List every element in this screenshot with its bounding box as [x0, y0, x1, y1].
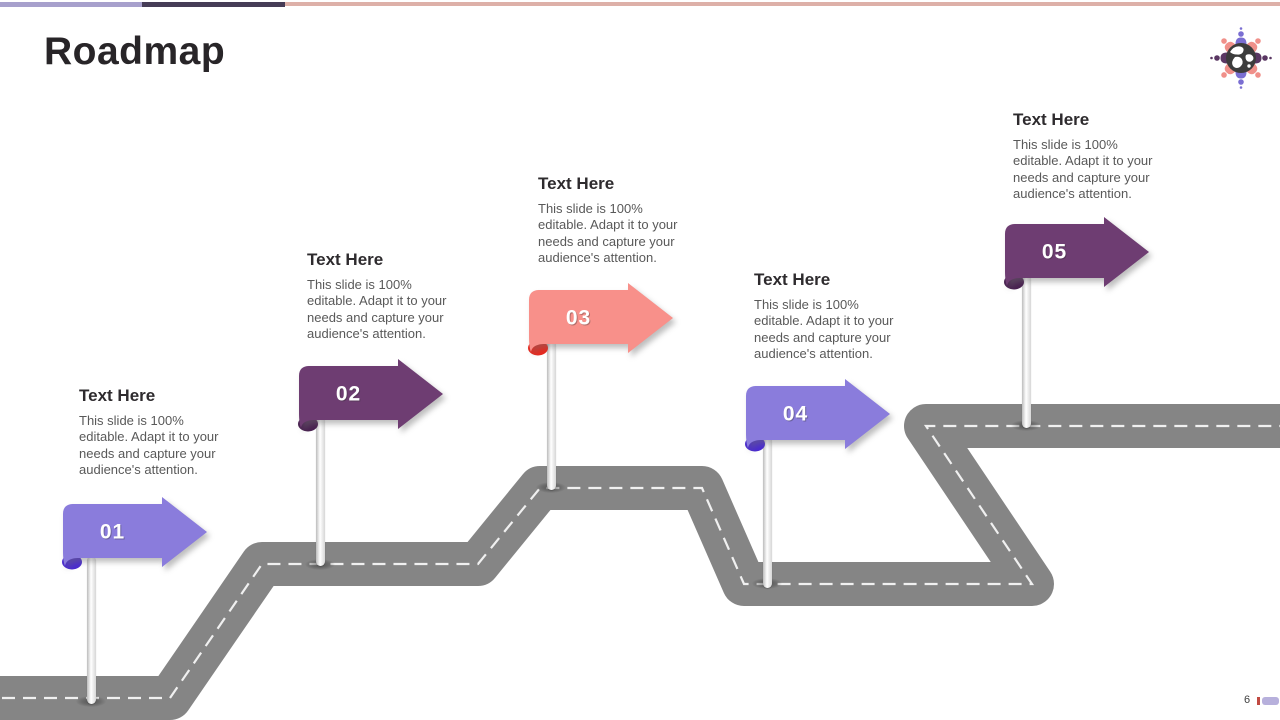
milestone-3-text: Text Here This slide is 100% editable. A…	[538, 174, 698, 267]
milestone-4-description: This slide is 100% editable. Adapt it to…	[754, 297, 894, 362]
logo-person-east	[1253, 52, 1272, 64]
milestone-4-pole	[763, 436, 772, 588]
top-accent-bar-left	[0, 2, 142, 7]
milestone-2-heading: Text Here	[307, 250, 384, 269]
globe-people-logo	[1210, 27, 1272, 89]
milestone-1-number-shadow: 01	[101, 522, 126, 545]
milestone-3-pole	[547, 340, 556, 490]
milestone-5-number-shadow: 05	[1043, 242, 1068, 265]
milestone-1-arrow-sign: 01 01	[62, 497, 207, 570]
logo-person-southwest	[1221, 64, 1235, 78]
milestone-2-pole	[316, 416, 325, 566]
logo-person-south	[1235, 70, 1247, 89]
milestone-1-description: This slide is 100% editable. Adapt it to…	[79, 413, 219, 478]
milestone-4-number: 04	[783, 403, 808, 426]
milestone-4-heading: Text Here	[754, 270, 831, 289]
road-center-dash-line	[0, 424, 1280, 700]
logo-person-southeast	[1247, 64, 1261, 78]
milestone-3-description: This slide is 100% editable. Adapt it to…	[538, 201, 678, 266]
milestone-2-number-shadow: 02	[337, 384, 362, 407]
page-number: 6	[1244, 694, 1251, 706]
milestone-5-number: 05	[1042, 241, 1067, 264]
globe-continents	[1230, 46, 1254, 69]
footer-purple-bar	[1262, 697, 1279, 705]
milestone-5-text: Text Here This slide is 100% editable. A…	[1013, 110, 1173, 203]
milestone-5-description: This slide is 100% editable. Adapt it to…	[1013, 137, 1153, 202]
milestone-1-pole	[87, 556, 96, 704]
milestone-3-arrow-sign: 03 03	[528, 283, 673, 356]
milestone-1-text: Text Here This slide is 100% editable. A…	[79, 386, 239, 479]
milestone-1-heading: Text Here	[79, 386, 156, 405]
milestone-1-number: 01	[100, 521, 125, 544]
milestone-3-number-shadow: 03	[567, 308, 592, 331]
milestone-5-arrow-shape	[1005, 217, 1149, 287]
milestone-2-arrow-sign: 02 02	[298, 359, 443, 432]
milestone-3-arrow-shape	[529, 283, 673, 353]
milestone-3-number: 03	[566, 307, 591, 330]
milestone-4-number-shadow: 04	[784, 404, 809, 427]
milestone-1-arrow-shape	[63, 497, 207, 567]
milestone-3-heading: Text Here	[538, 174, 615, 193]
logo-person-northeast	[1247, 38, 1261, 52]
top-accent-bar-middle	[142, 2, 285, 7]
milestone-4-arrow-shape	[746, 379, 890, 449]
milestone-2-description: This slide is 100% editable. Adapt it to…	[307, 277, 447, 342]
milestone-4-arrow-sign: 04 04	[745, 379, 890, 452]
logo-person-north	[1235, 27, 1247, 46]
milestone-2-text: Text Here This slide is 100% editable. A…	[307, 250, 467, 343]
top-accent-bar-right	[285, 2, 1280, 6]
milestone-5-heading: Text Here	[1013, 110, 1090, 129]
milestone-2-arrow-shape	[299, 359, 443, 429]
page-title: Roadmap	[44, 30, 226, 73]
milestone-5-arrow-sign: 05 05	[1004, 217, 1149, 290]
logo-person-west	[1210, 52, 1229, 64]
logo-person-northwest	[1221, 38, 1235, 52]
milestone-5-pole	[1022, 274, 1031, 428]
milestone-4-text: Text Here This slide is 100% editable. A…	[754, 270, 914, 363]
milestone-2-number: 02	[336, 383, 361, 406]
footer-red-tick	[1257, 697, 1260, 705]
